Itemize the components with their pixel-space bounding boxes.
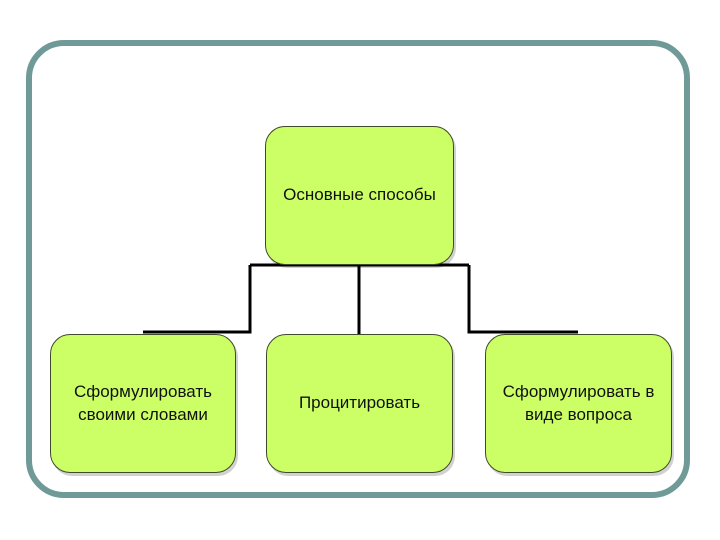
root-node-label: Основные способы: [283, 185, 436, 205]
child-node-label: Сформулировать в виде вопроса: [502, 382, 655, 424]
child-node-paraphrase: Сформулировать своими словами: [50, 334, 236, 473]
connector-left: [143, 265, 252, 334]
root-node: Основные способы: [265, 126, 454, 265]
child-node-quote: Процитировать: [266, 334, 453, 473]
connector-right: [467, 265, 578, 334]
child-node-question: Сформулировать в виде вопроса: [485, 334, 672, 473]
child-node-label: Сформулировать своими словами: [73, 382, 213, 424]
child-node-label: Процитировать: [298, 393, 421, 413]
